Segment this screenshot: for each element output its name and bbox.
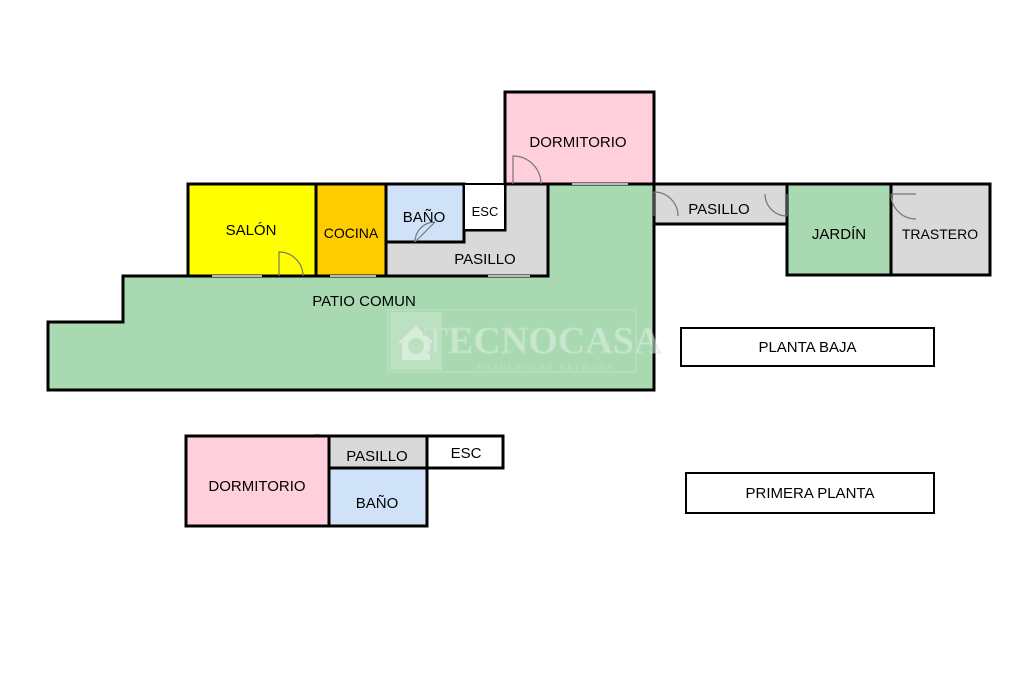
ff-pasillo-label: PASILLO [346, 448, 407, 465]
esc-room [463, 183, 506, 231]
primera-planta-text: PRIMERA PLANTA [745, 484, 875, 502]
cocina-label: COCINA [324, 225, 379, 241]
patio-label: PATIO COMUN [312, 293, 416, 310]
pasillo-inner-label: PASILLO [454, 251, 515, 268]
watermark-tagline: FRANCHISING NETWORK [477, 363, 614, 372]
pasillo-east-label: PASILLO [688, 201, 749, 218]
jardin-room [785, 182, 893, 277]
tecnocasa-watermark: TECNOCASA FRANCHISING NETWORK [387, 309, 662, 373]
ff-esc-room [425, 434, 505, 470]
dormitorio-room [503, 90, 656, 186]
planta-baja-legend: PLANTA BAJA [680, 327, 935, 367]
planta-baja-text: PLANTA BAJA [758, 338, 857, 356]
trastero-label: TRASTERO [902, 226, 978, 242]
primera-planta-legend: PRIMERA PLANTA [685, 472, 935, 514]
watermark-brand: TECNOCASA [423, 320, 662, 362]
ff-bano-label: BAÑO [356, 495, 399, 512]
dormitorio-label: DORMITORIO [529, 134, 626, 151]
jardin-label: JARDÍN [812, 226, 866, 243]
room-labels: SALÓN COCINA BAÑO ESC PASILLO DORMITORIO… [208, 134, 978, 512]
bano-label: BAÑO [403, 209, 446, 226]
ff-dormitorio-label: DORMITORIO [208, 478, 305, 495]
ff-esc-label: ESC [451, 445, 482, 462]
trastero-room [889, 182, 992, 277]
esc-label: ESC [472, 204, 499, 219]
ff-bano-room [327, 466, 429, 528]
salon-label: SALÓN [226, 222, 277, 239]
ff-pasillo-room [327, 434, 429, 470]
